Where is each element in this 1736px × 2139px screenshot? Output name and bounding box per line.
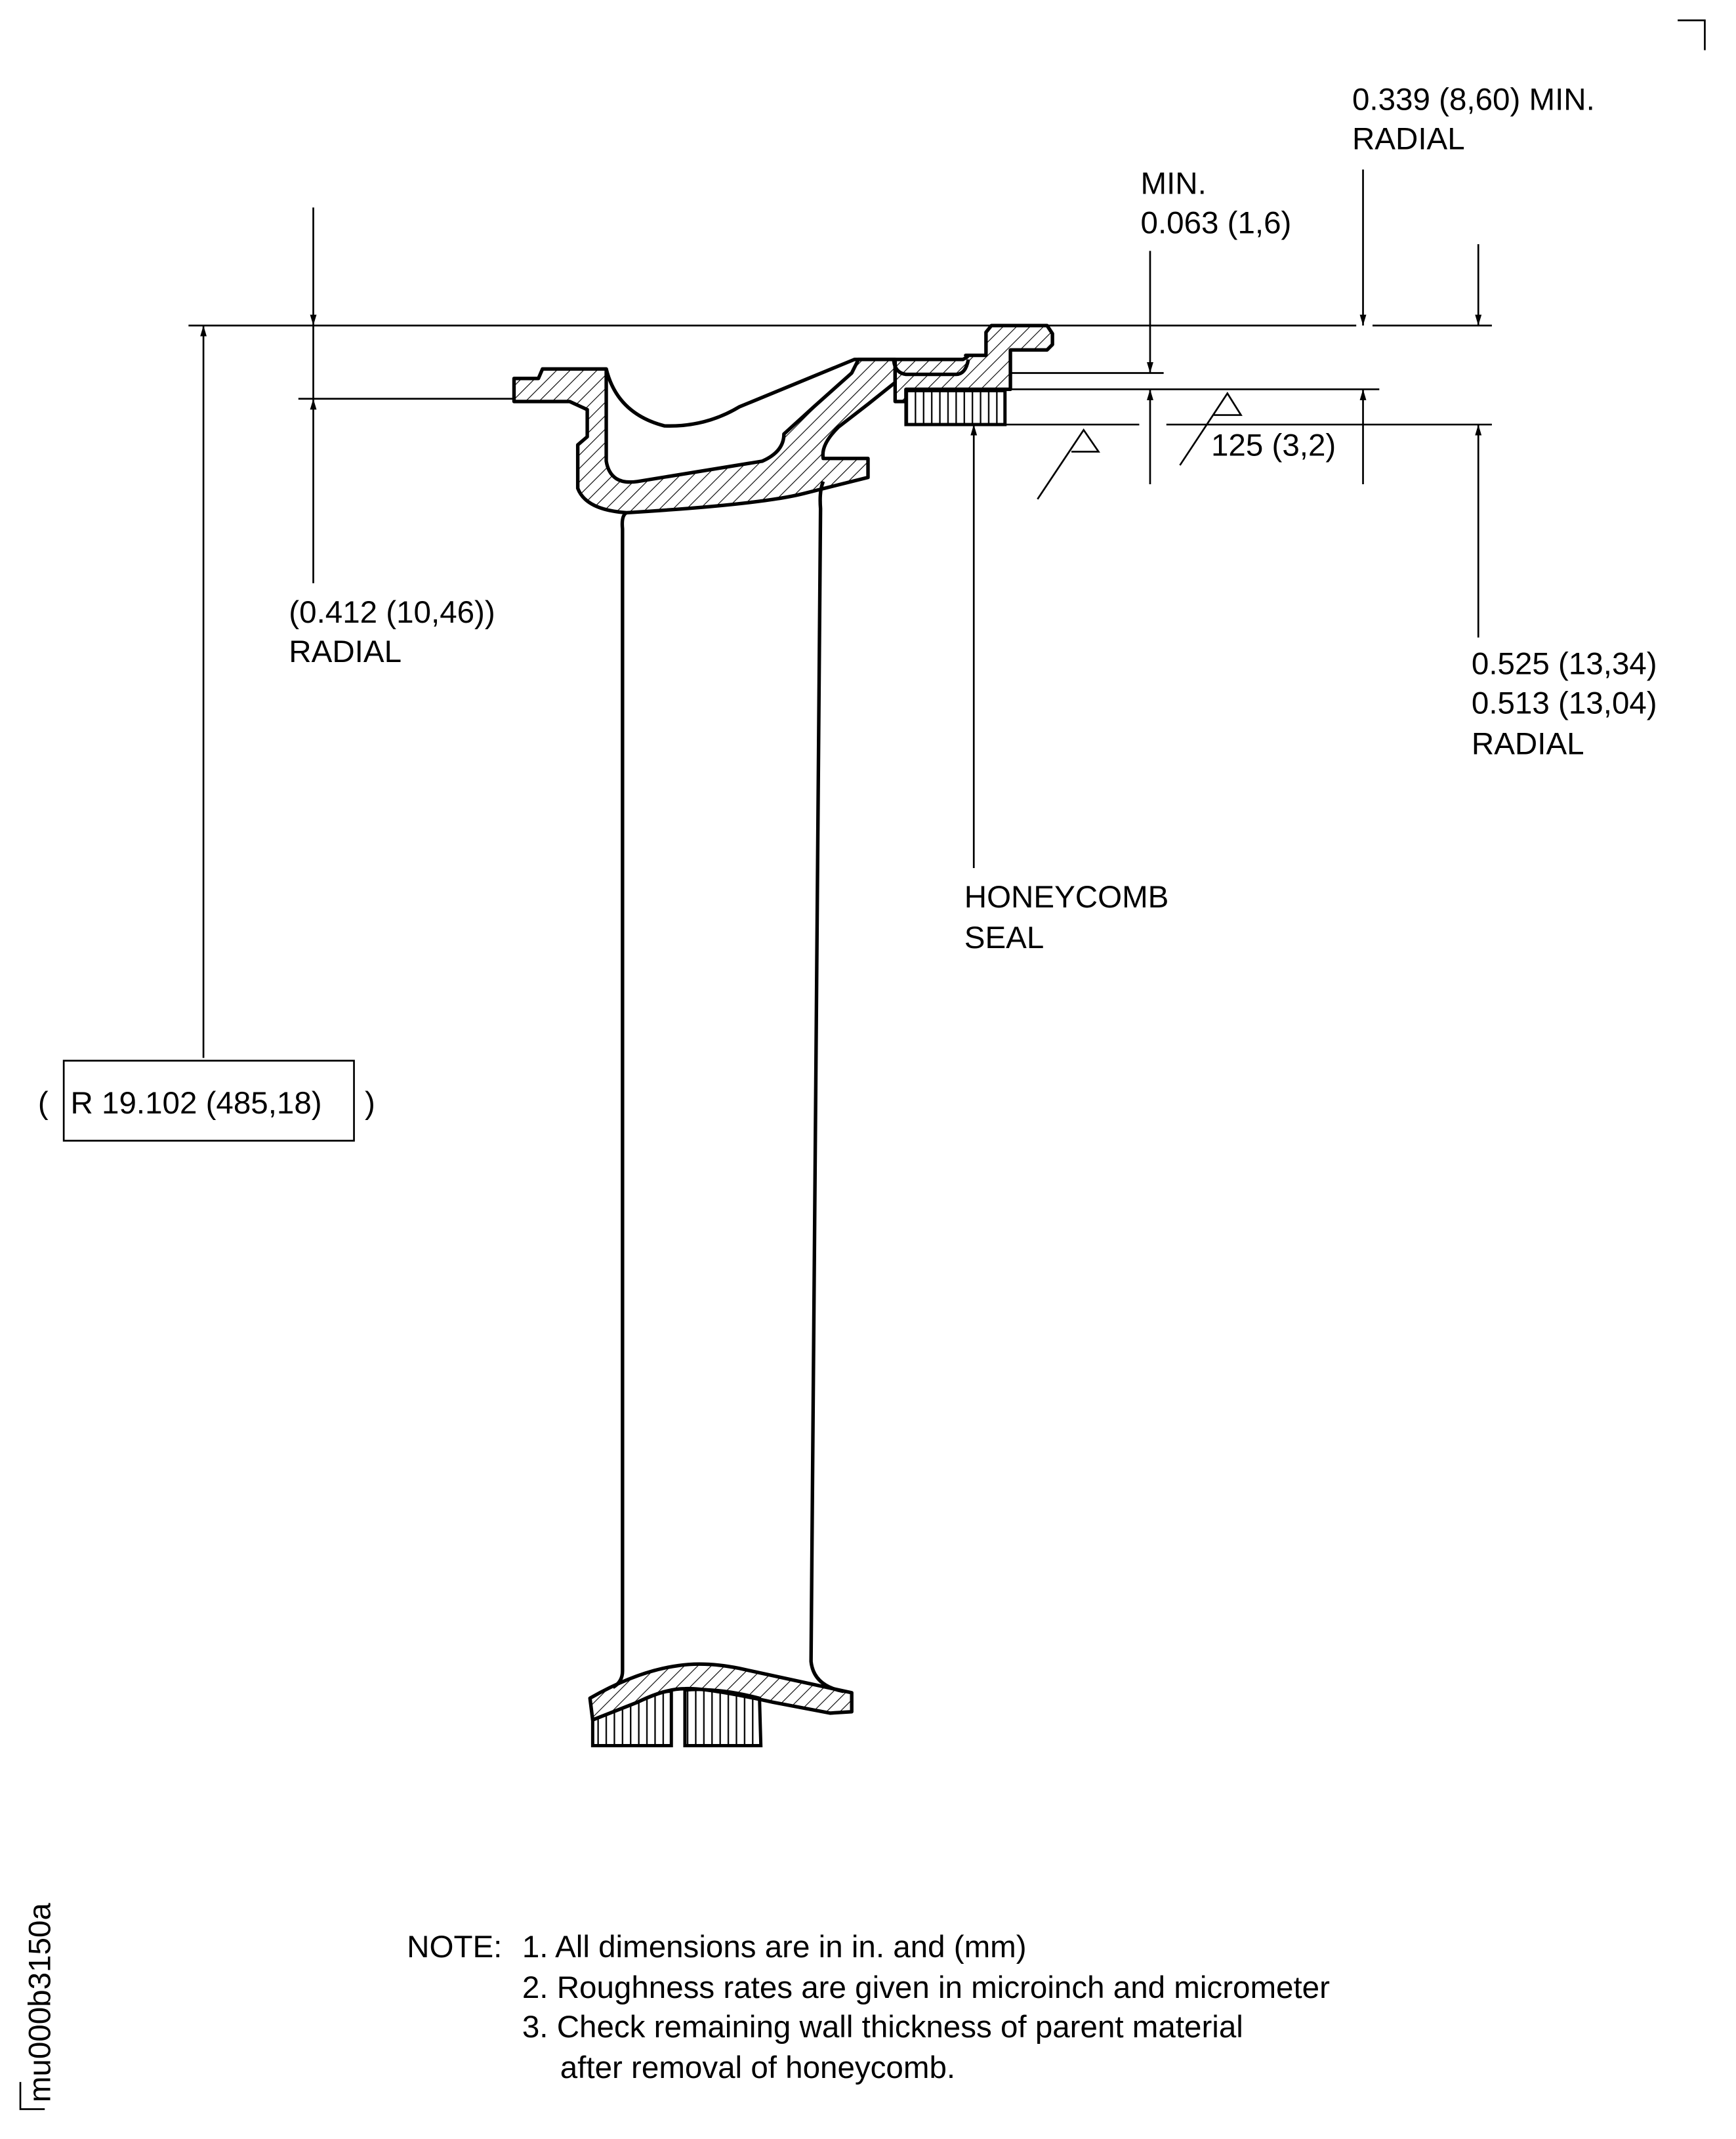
roughness-value: 125 (3,2): [1211, 428, 1336, 463]
dim-0525: 0.525 (13,34): [1472, 646, 1657, 681]
dim-min-label: MIN.: [1141, 167, 1207, 201]
note-item: 3. Check remaining wall thickness of par…: [522, 2010, 1243, 2045]
figure-id-label: mu000b3150a: [22, 1903, 57, 2103]
seal-label: SEAL: [964, 921, 1044, 955]
blade-airfoil: [611, 480, 844, 1693]
radius-paren-open: (: [38, 1086, 49, 1121]
dim-0412: (0.412 (10,46)): [289, 595, 495, 630]
inner-platform-section: [588, 1662, 854, 1747]
roughness-symbol: [1037, 392, 1243, 500]
dim-0339: 0.339 (8,60) MIN.: [1352, 82, 1595, 117]
reference-lines: [188, 324, 1492, 426]
dim-0063: 0.063 (1,6): [1141, 206, 1292, 241]
dim-0339-radial: RADIAL: [1352, 121, 1465, 156]
radius-paren-close: ): [365, 1086, 375, 1121]
note-item: 1. All dimensions are in in. and (mm): [522, 1930, 1027, 1964]
radius-value: R 19.102 (485,18): [70, 1086, 321, 1121]
dimension-arrows: [200, 169, 1482, 1058]
honeycomb-seal-lower-1: [590, 1690, 673, 1747]
honeycomb-seal-upper: [904, 388, 1007, 426]
figure-id: mu000b3150a: [19, 1903, 57, 2110]
dim-0412-radial: RADIAL: [289, 634, 402, 669]
dim-0525-radial: RADIAL: [1472, 726, 1584, 761]
corner-mark: [1678, 19, 1706, 51]
radius-box: [62, 1060, 355, 1142]
outer-shroud-section: [512, 323, 1054, 515]
note-item: 2. Roughness rates are given in microinc…: [522, 1970, 1330, 2005]
honeycomb-label: HONEYCOMB: [964, 880, 1169, 915]
note-item: after removal of honeycomb.: [560, 2050, 955, 2085]
honeycomb-seal-lower-2: [683, 1688, 763, 1747]
note-prefix: NOTE:: [407, 1930, 502, 1964]
dim-0513: 0.513 (13,04): [1472, 686, 1657, 720]
